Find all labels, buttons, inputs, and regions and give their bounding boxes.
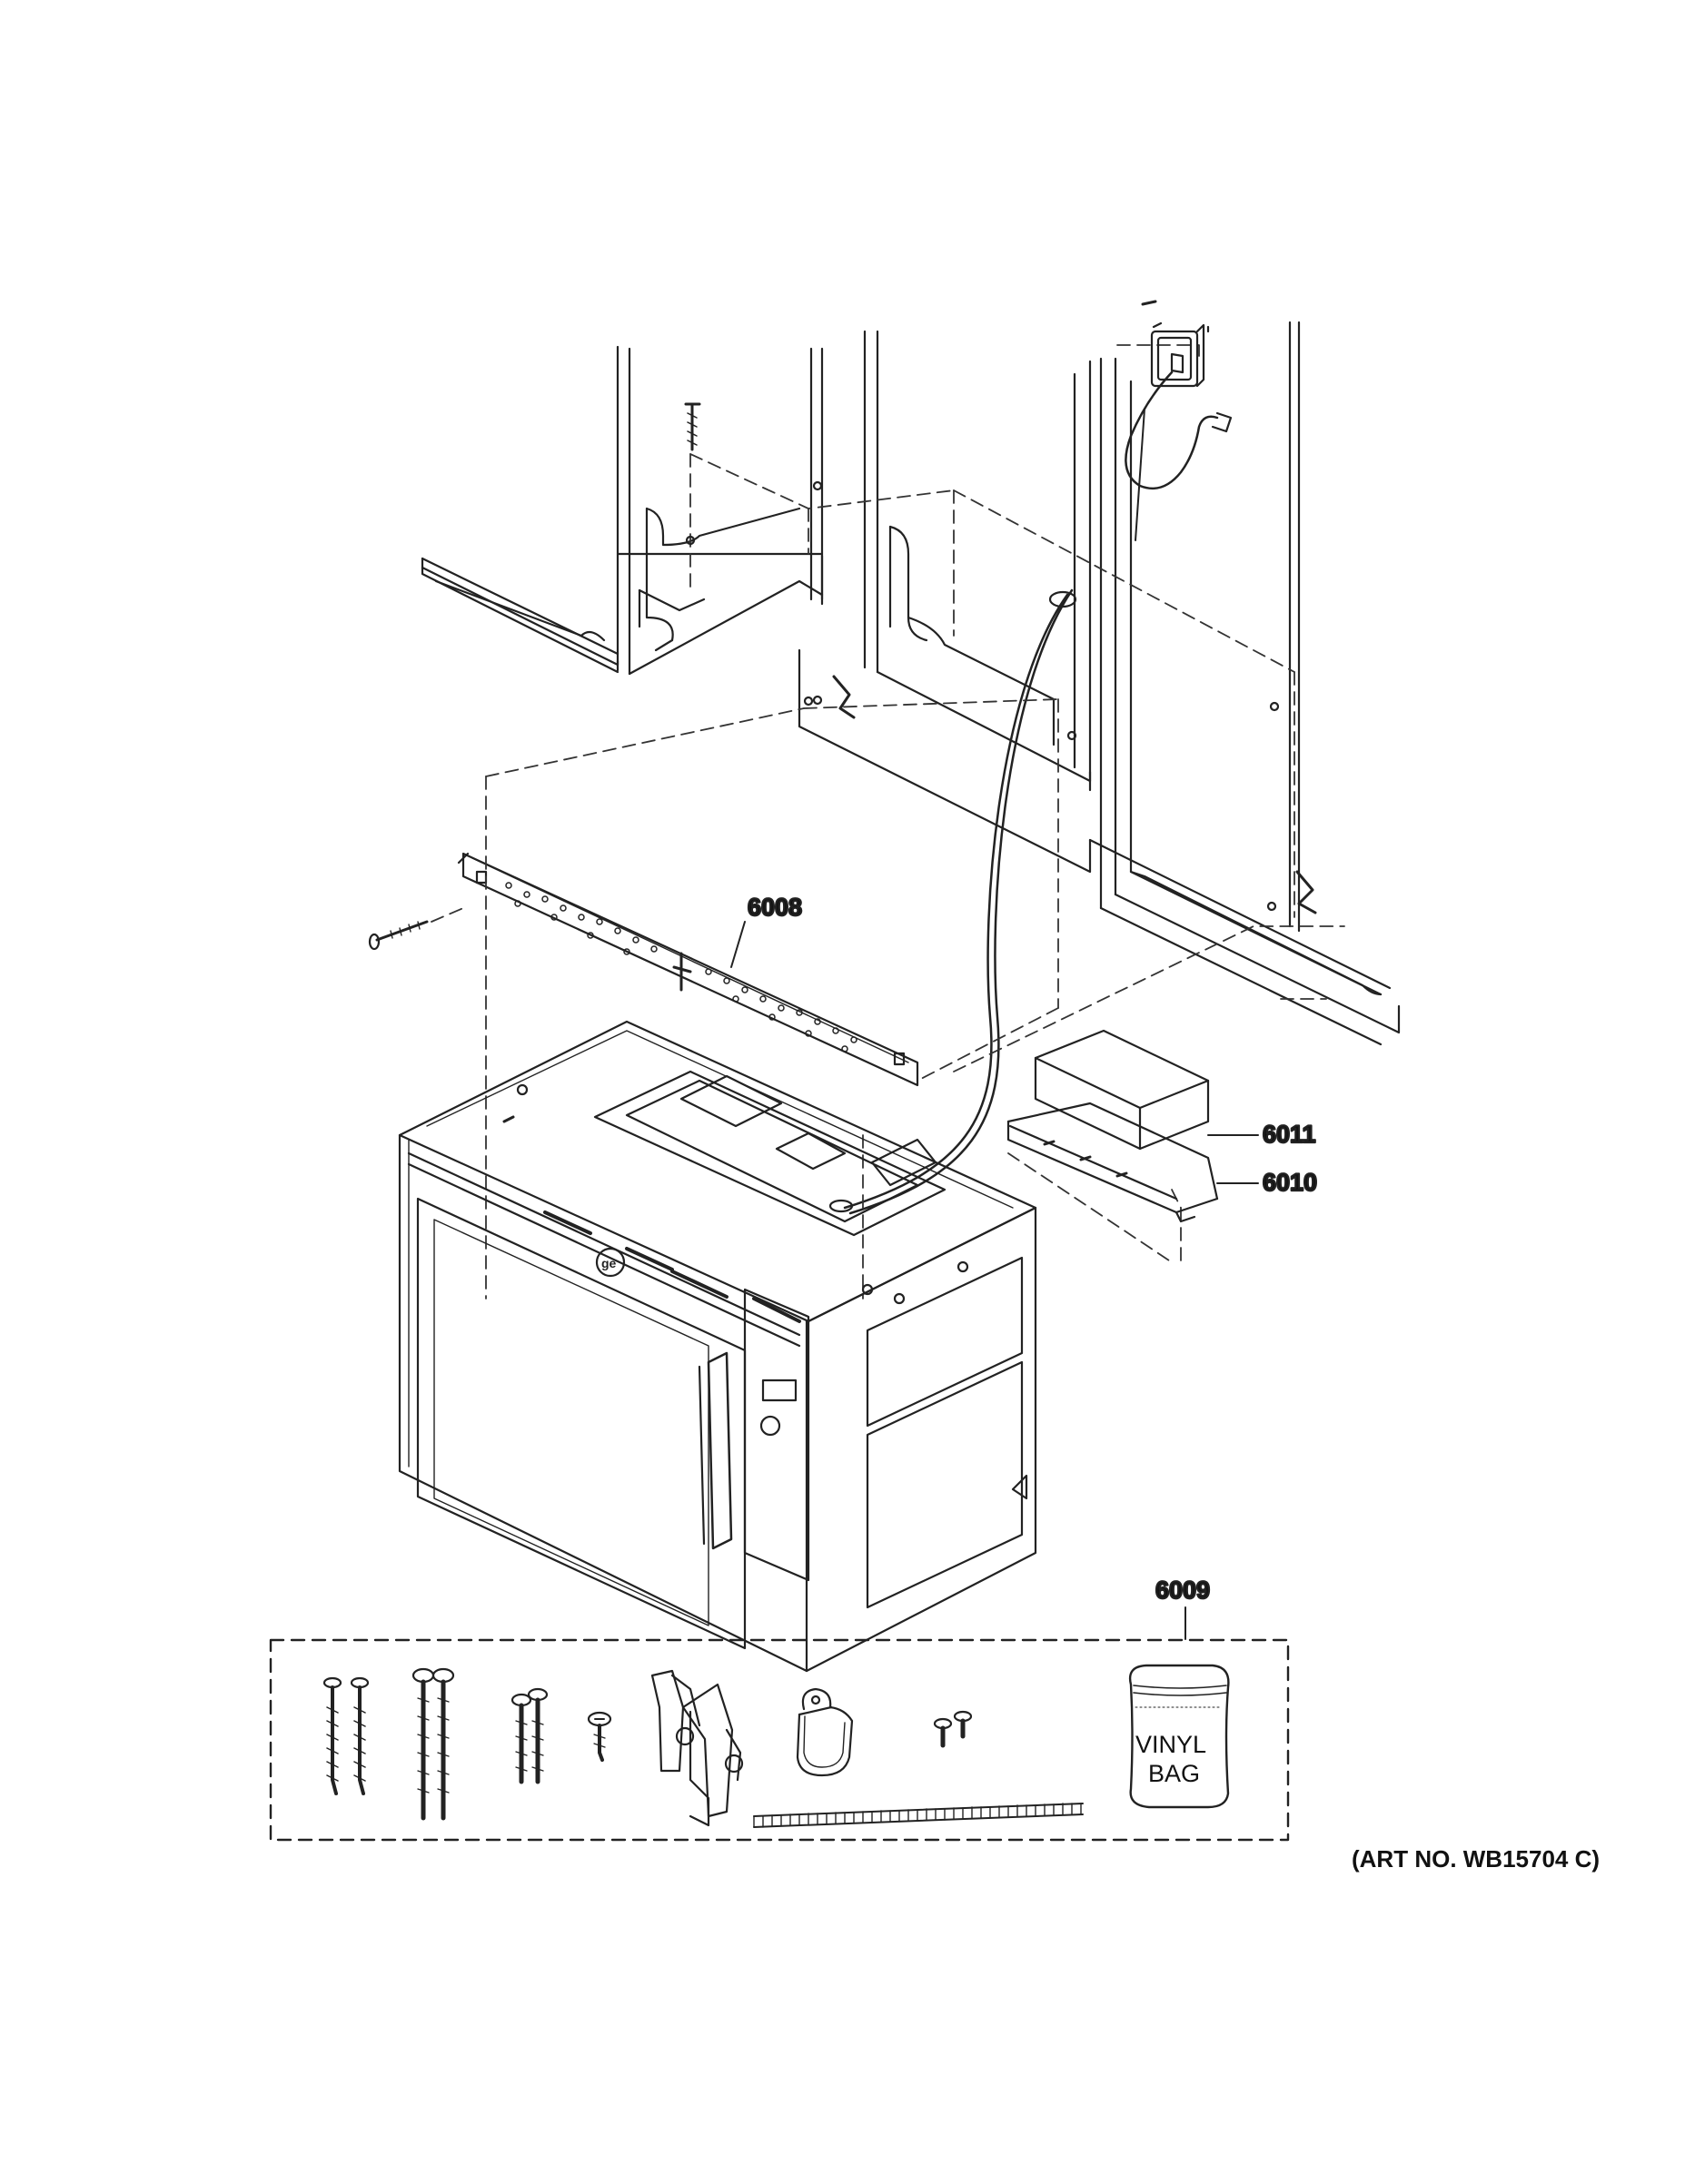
- machine-bolt-icon: [510, 1687, 549, 1784]
- exhaust-damper-assembly: [1006, 1029, 1219, 1223]
- vinyl-bag-icon: VINYL BAG: [1128, 1664, 1230, 1809]
- microwave-oven: ge: [398, 1020, 1037, 1673]
- toggle-bolt-screw-icon: [411, 1667, 455, 1821]
- toggle-bolt-icon: [1295, 870, 1317, 914]
- screw-icon: [368, 920, 429, 951]
- hardware-kit-box: [269, 1638, 1290, 1842]
- power-cord-icon: [828, 588, 1077, 1215]
- screw-icon: [684, 402, 701, 451]
- wall-outlet-icon: [1141, 300, 1210, 388]
- callout-6009: 6009: [1155, 1576, 1210, 1604]
- callout-6010: 6010: [1263, 1169, 1317, 1196]
- sheet-metal-screw-icon: [587, 1711, 612, 1762]
- cable-clamp-icon: [796, 1687, 854, 1777]
- callout-leader-6008: [730, 921, 746, 968]
- assembly-guide-lines: [431, 698, 1345, 1300]
- power-cord-icon: [1125, 371, 1233, 541]
- callout-6008: 6008: [748, 894, 802, 921]
- toggle-bolt-icon: [812, 675, 856, 719]
- vinyl-bag-label-line1: VINYL: [1135, 1731, 1206, 1758]
- toggle-wing-icon: [650, 1669, 744, 1827]
- art-number: (ART NO. WB15704 C): [1352, 1845, 1601, 1873]
- svg-text:ge: ge: [601, 1256, 617, 1270]
- upper-cabinets: [421, 321, 1401, 1046]
- machine-screw-icon: [933, 1710, 973, 1748]
- wood-screw-icon: [322, 1676, 370, 1795]
- vinyl-bag-label-line2: BAG: [1148, 1760, 1200, 1787]
- callout-6011: 6011: [1263, 1121, 1316, 1148]
- spring-wire-icon: [753, 1803, 1084, 1828]
